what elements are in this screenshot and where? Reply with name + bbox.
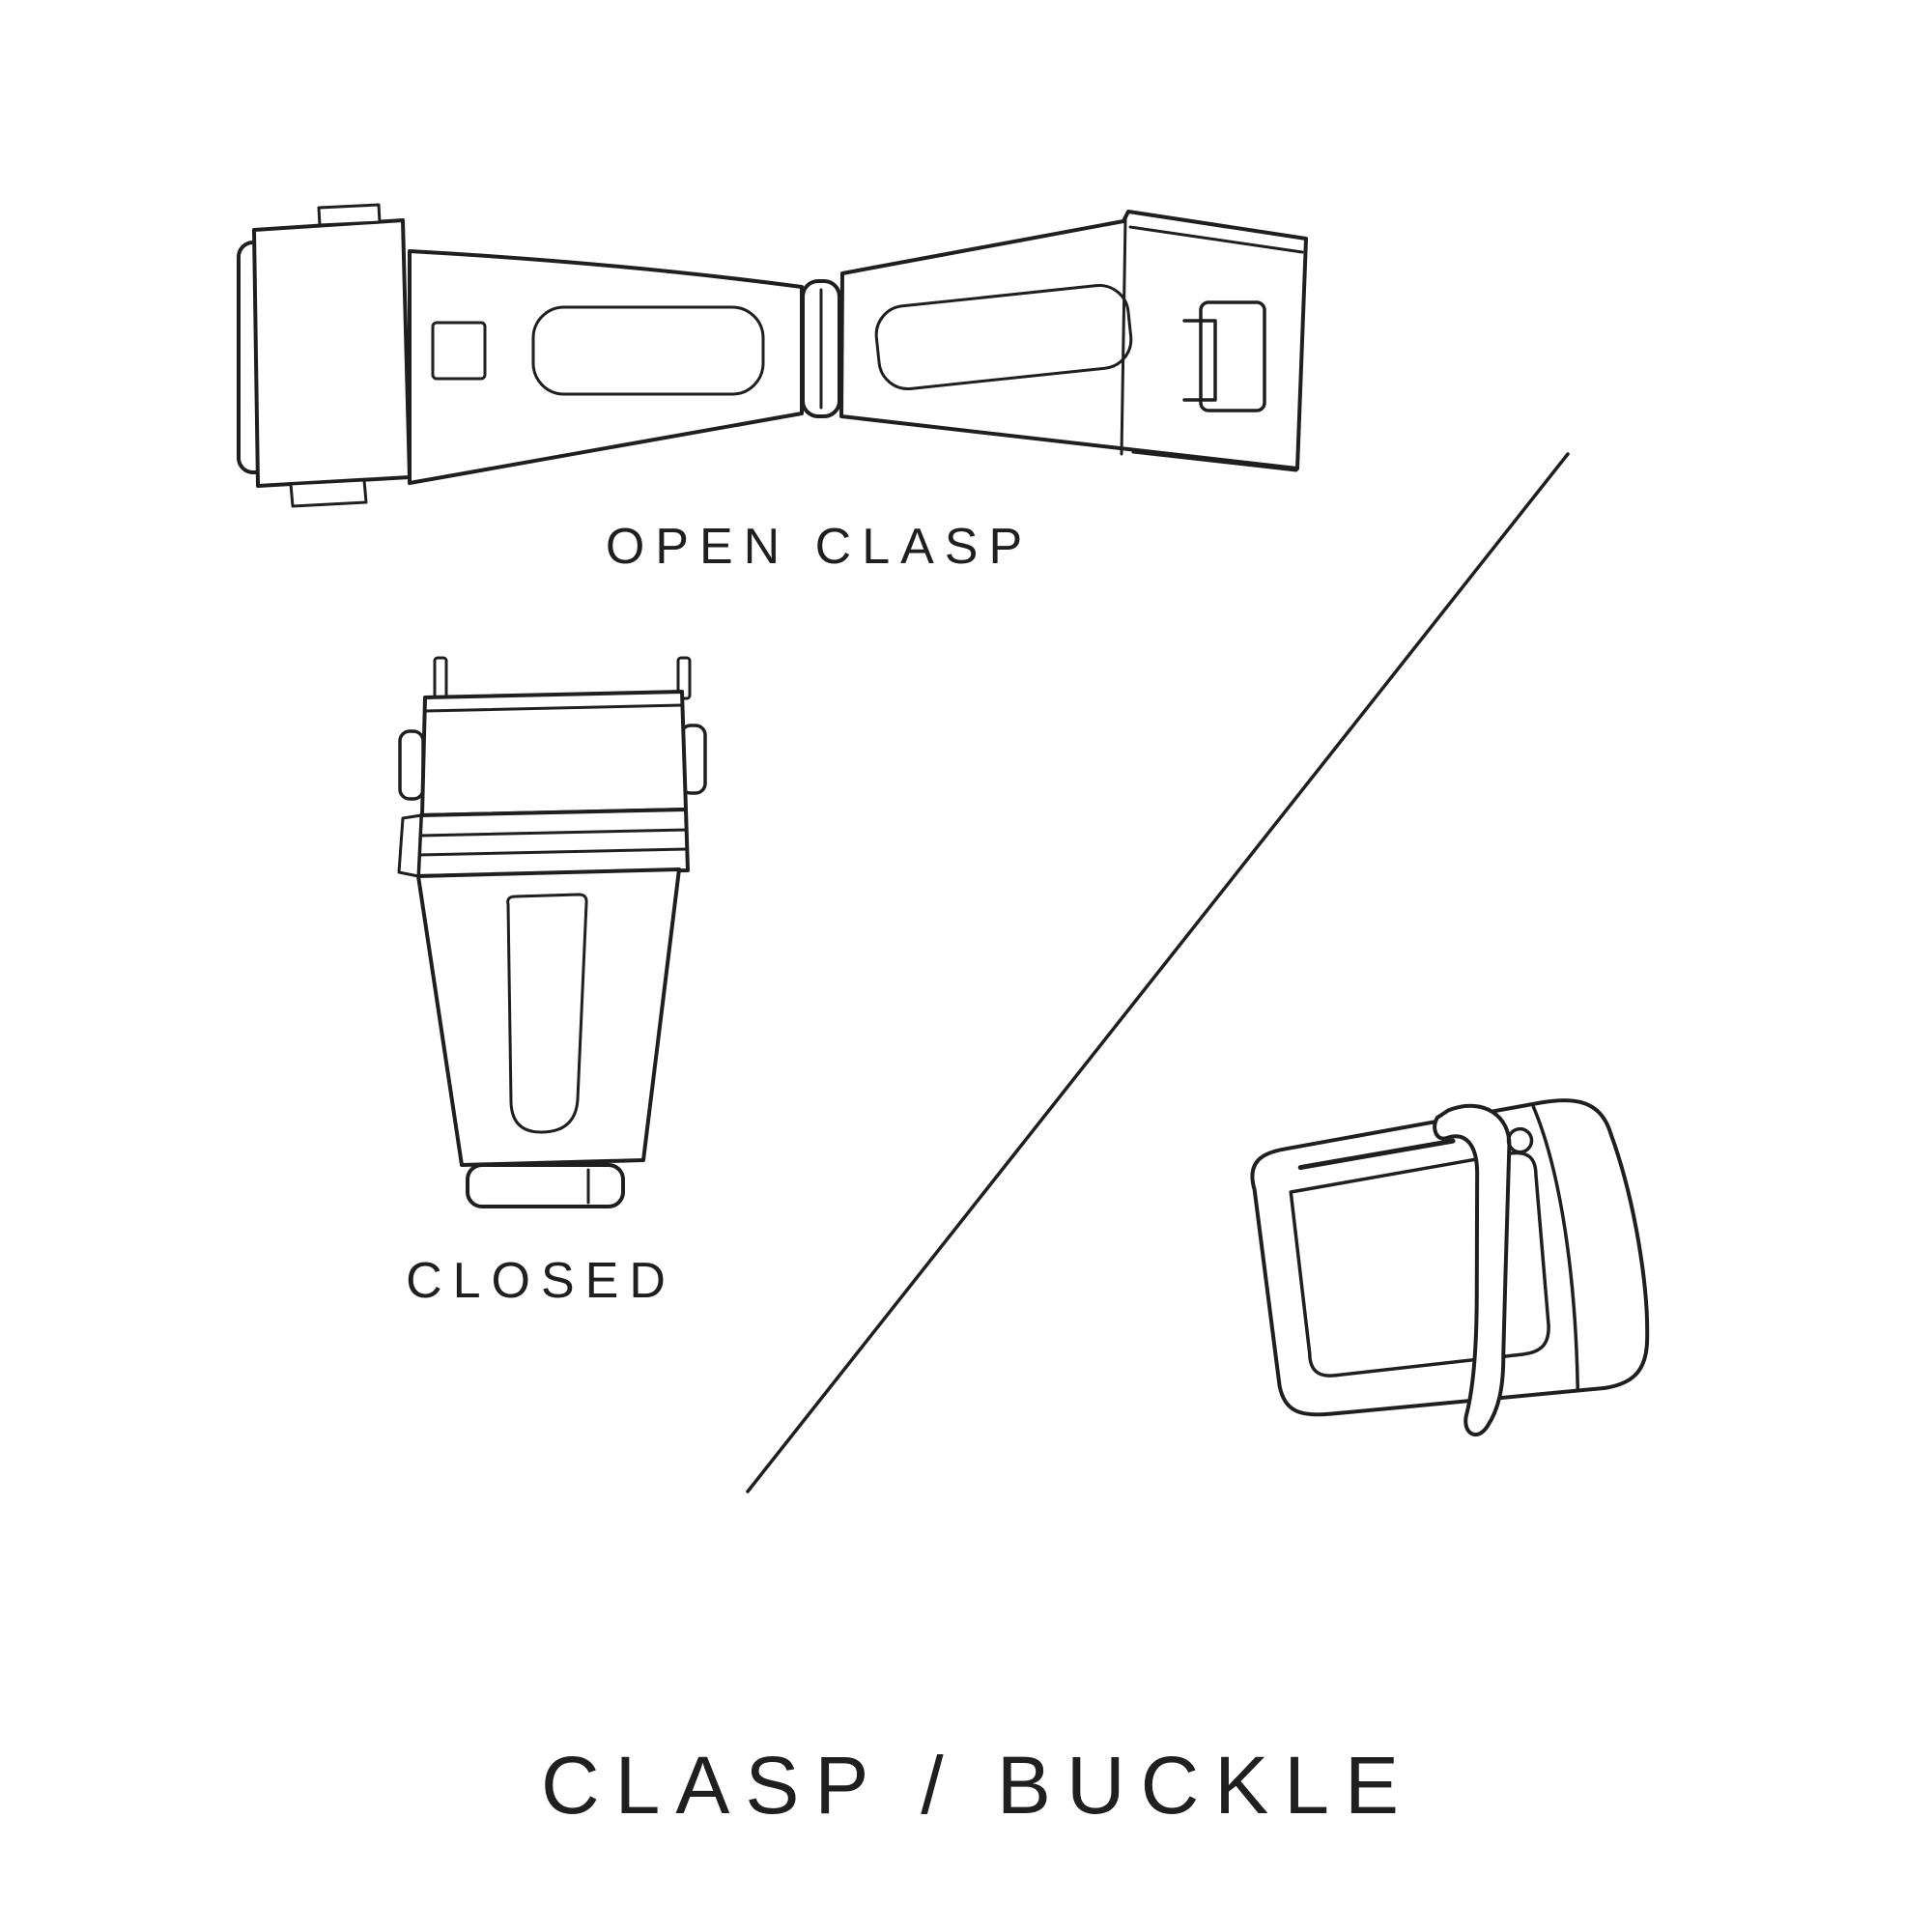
open-clasp-label: OPEN CLASP [605, 519, 1034, 575]
open-clasp-left-arm-icon [408, 249, 804, 485]
closed-clasp-label: CLOSED [406, 1253, 676, 1309]
diagonal-divider-line [746, 452, 1570, 1493]
open-clasp-illustration [237, 203, 1308, 508]
closed-clasp-illustration [397, 656, 707, 1208]
buckle-pin-icon [1297, 1138, 1456, 1171]
closed-clasp-body-icon [416, 867, 681, 1167]
page-title: CLASP / BUCKLE [540, 1740, 1415, 1831]
buckle-hinge-ring-icon [1506, 1126, 1534, 1154]
open-clasp-end-block-icon [252, 218, 412, 488]
open-clasp-right-arm-icon [839, 210, 1308, 470]
buckle-illustration [1250, 1098, 1650, 1437]
